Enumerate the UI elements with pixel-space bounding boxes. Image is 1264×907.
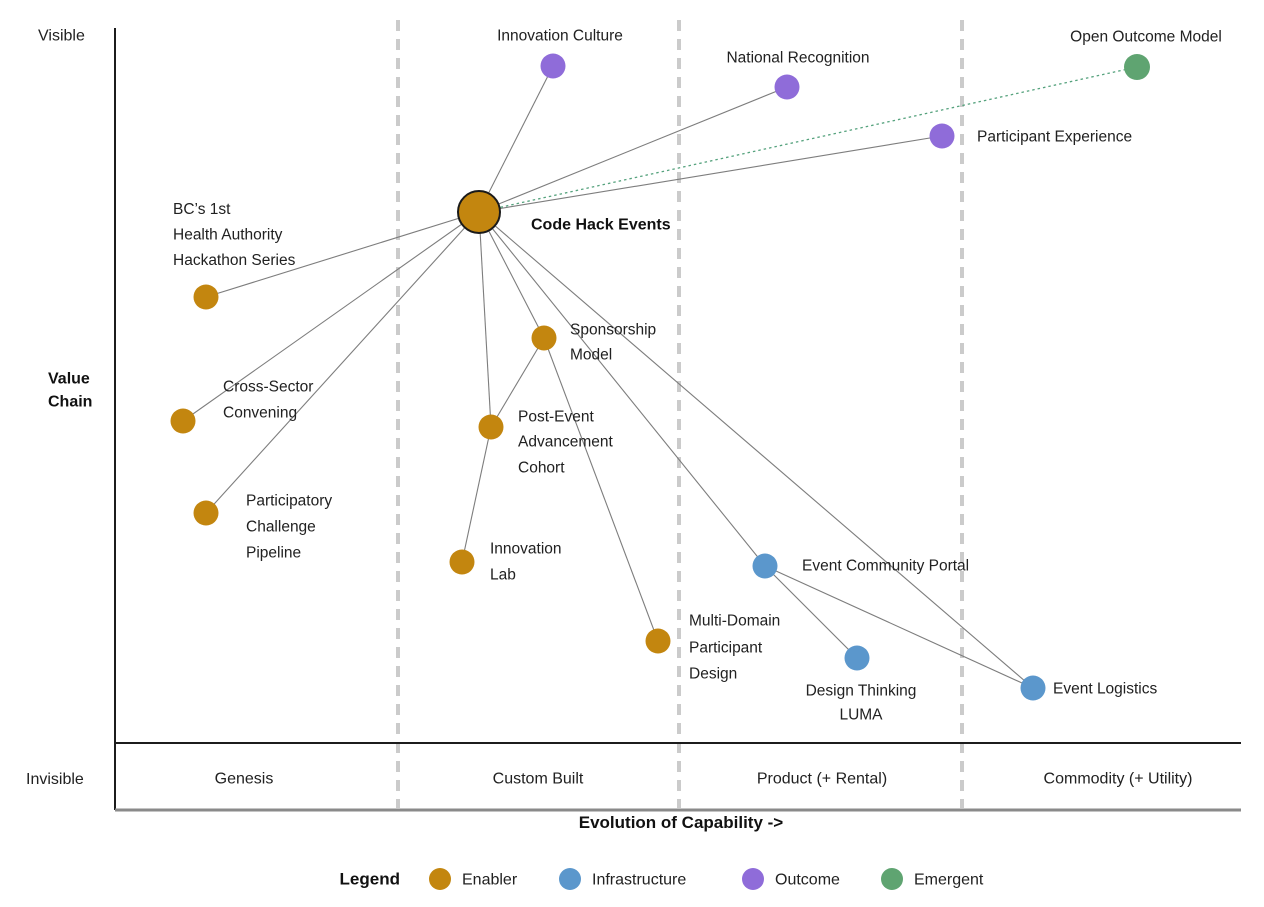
stage-label-product-rental: Product (+ Rental) (757, 771, 887, 788)
label-national-recognition: National Recognition (726, 50, 869, 67)
node-sponsorship-model[interactable] (531, 325, 557, 351)
edge-codehack-event-community-portal (478, 211, 766, 567)
node-open-outcome-model[interactable] (1124, 54, 1150, 80)
legend-label-infrastructure: Infrastructure (592, 872, 686, 889)
edge-codehack-event-logistics (478, 211, 1034, 689)
node-national-recognition[interactable] (774, 74, 800, 100)
stage-label-custom-built: Custom Built (493, 771, 584, 788)
label-cross-sector-line1: Cross-Sector (223, 379, 313, 396)
node-bc-first-health-authority-hackathon-series[interactable] (193, 284, 219, 310)
legend-label-outcome: Outcome (775, 872, 840, 889)
node-innovation-lab[interactable] (449, 549, 475, 575)
label-bc-first-line1: BC’s 1st (173, 201, 231, 218)
node-multi-domain-participant-design[interactable] (645, 628, 671, 654)
y-axis-title-line1: Value (48, 371, 90, 388)
label-participatory-line1: Participatory (246, 493, 332, 510)
edge-sponsorship-post-event (490, 337, 545, 428)
edge-codehack-post-event (478, 211, 492, 428)
label-multi-domain-line3: Design (689, 666, 737, 683)
node-event-logistics[interactable] (1020, 675, 1046, 701)
node-design-thinking-luma[interactable] (844, 645, 870, 671)
label-multi-domain-line2: Participant (689, 640, 763, 657)
stage-label-commodity-utility: Commodity (+ Utility) (1044, 771, 1193, 788)
node-innovation-culture[interactable] (540, 53, 566, 79)
legend-dot-enabler (429, 868, 451, 890)
edge-ecp-design-thinking (764, 565, 858, 659)
label-participant-experience: Participant Experience (977, 129, 1132, 146)
label-participatory-line3: Pipeline (246, 545, 301, 562)
y-axis-top-label: Visible (38, 28, 85, 45)
legend-dot-infrastructure (559, 868, 581, 890)
label-code-hack-events: Code Hack Events (531, 217, 671, 234)
label-bc-first-line2: Health Authority (173, 227, 283, 244)
edge-codehack-bc-first (205, 211, 480, 298)
label-open-outcome-model: Open Outcome Model (1070, 29, 1222, 46)
edge-codehack-cross-sector (182, 211, 480, 422)
node-event-community-portal[interactable] (752, 553, 778, 579)
y-axis-bottom-label: Invisible (26, 771, 84, 788)
edge-codehack-national-recognition (478, 86, 788, 213)
label-sponsorship-line2: Model (570, 347, 612, 364)
label-multi-domain-line1: Multi-Domain (689, 613, 780, 630)
legend-label-emergent: Emergent (914, 872, 984, 889)
edge-codehack-sponsorship (478, 211, 545, 339)
node-participatory-challenge-pipeline[interactable] (193, 500, 219, 526)
legend-label-enabler: Enabler (462, 872, 518, 889)
edge-codehack-participatory (205, 211, 480, 514)
label-post-event-line3: Cohort (518, 460, 565, 477)
legend-title: Legend (340, 870, 400, 889)
label-design-thinking-line2: LUMA (839, 707, 883, 724)
edge-codehack-innovation-culture (478, 65, 554, 213)
edge-post-event-innovation-lab (461, 426, 492, 563)
label-event-community-portal: Event Community Portal (802, 558, 969, 575)
node-cross-sector-convening[interactable] (170, 408, 196, 434)
edge-ecp-event-logistics (764, 565, 1034, 689)
label-innovation-lab-line2: Lab (490, 567, 516, 584)
label-post-event-line1: Post-Event (518, 409, 595, 426)
legend-dot-outcome (742, 868, 764, 890)
edge-sponsorship-multi-domain (543, 337, 659, 642)
edge-codehack-participant-experience (478, 135, 943, 213)
label-post-event-line2: Advancement (518, 434, 613, 451)
label-design-thinking-line1: Design Thinking (806, 683, 917, 700)
node-participant-experience[interactable] (929, 123, 955, 149)
node-code-hack-events[interactable] (457, 190, 501, 234)
node-post-event-advancement-cohort[interactable] (478, 414, 504, 440)
label-innovation-lab-line1: Innovation (490, 541, 562, 558)
label-event-logistics: Event Logistics (1053, 681, 1157, 698)
legend-dot-emergent (881, 868, 903, 890)
x-axis-title: Evolution of Capability -> (579, 813, 784, 832)
stage-label-genesis: Genesis (215, 771, 274, 788)
label-cross-sector-line2: Convening (223, 405, 297, 422)
label-sponsorship-line1: Sponsorship (570, 322, 656, 339)
label-bc-first-line3: Hackathon Series (173, 252, 296, 269)
label-participatory-line2: Challenge (246, 519, 316, 536)
y-axis-title-line2: Chain (48, 394, 92, 411)
label-innovation-culture: Innovation Culture (497, 28, 623, 45)
edge-codehack-open-outcome-evolve (478, 66, 1138, 213)
